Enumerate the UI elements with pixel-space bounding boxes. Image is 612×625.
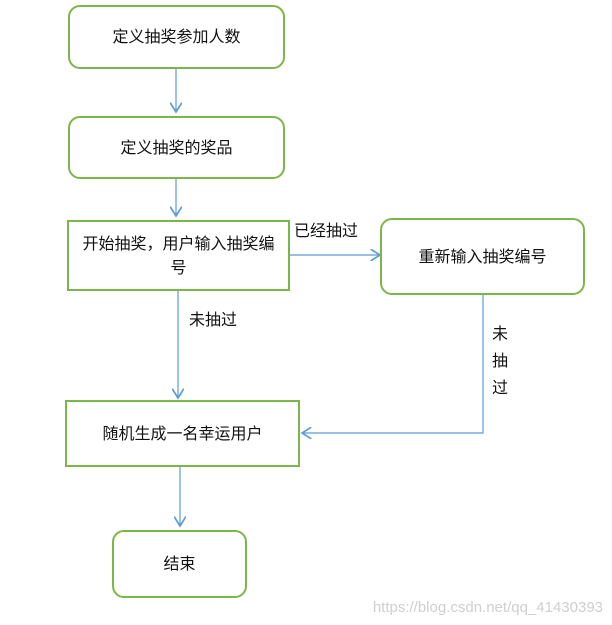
- node-define-prizes-label: 定义抽奖的奖品: [120, 137, 233, 157]
- node-start-draw-label: 开始抽奖，用户输入抽奖编号: [82, 233, 275, 277]
- node-reenter-number-label: 重新输入抽奖编号: [418, 246, 547, 266]
- edge-label-already-drawn: 已经抽过: [294, 221, 359, 240]
- node-define-participants-label: 定义抽奖参加人数: [112, 27, 241, 46]
- edge-label-not-drawn-vertical-2: 抽: [491, 351, 508, 370]
- edge-label-not-drawn-vertical-1: 未: [491, 324, 508, 343]
- node-random-winner: 随机生成一名幸运用户: [65, 400, 300, 467]
- node-end-label: 结束: [163, 554, 196, 573]
- node-reenter-number: 重新输入抽奖编号: [380, 218, 585, 295]
- node-start-draw: 开始抽奖，用户输入抽奖编号: [67, 220, 290, 291]
- node-random-winner-label: 随机生成一名幸运用户: [102, 423, 263, 443]
- edge-label-not-drawn-vertical-3: 过: [491, 378, 508, 397]
- watermark-url: https://blog.csdn.net/qq_41430393: [372, 599, 603, 616]
- edge-label-not-drawn-vertical: 未 抽 过: [488, 320, 512, 401]
- edge-label-not-drawn: 未抽过: [189, 310, 238, 329]
- arrow-reenter-to-random: [302, 294, 484, 433]
- node-define-participants: 定义抽奖参加人数: [68, 5, 285, 69]
- node-define-prizes: 定义抽奖的奖品: [68, 116, 285, 179]
- node-end: 结束: [112, 530, 247, 598]
